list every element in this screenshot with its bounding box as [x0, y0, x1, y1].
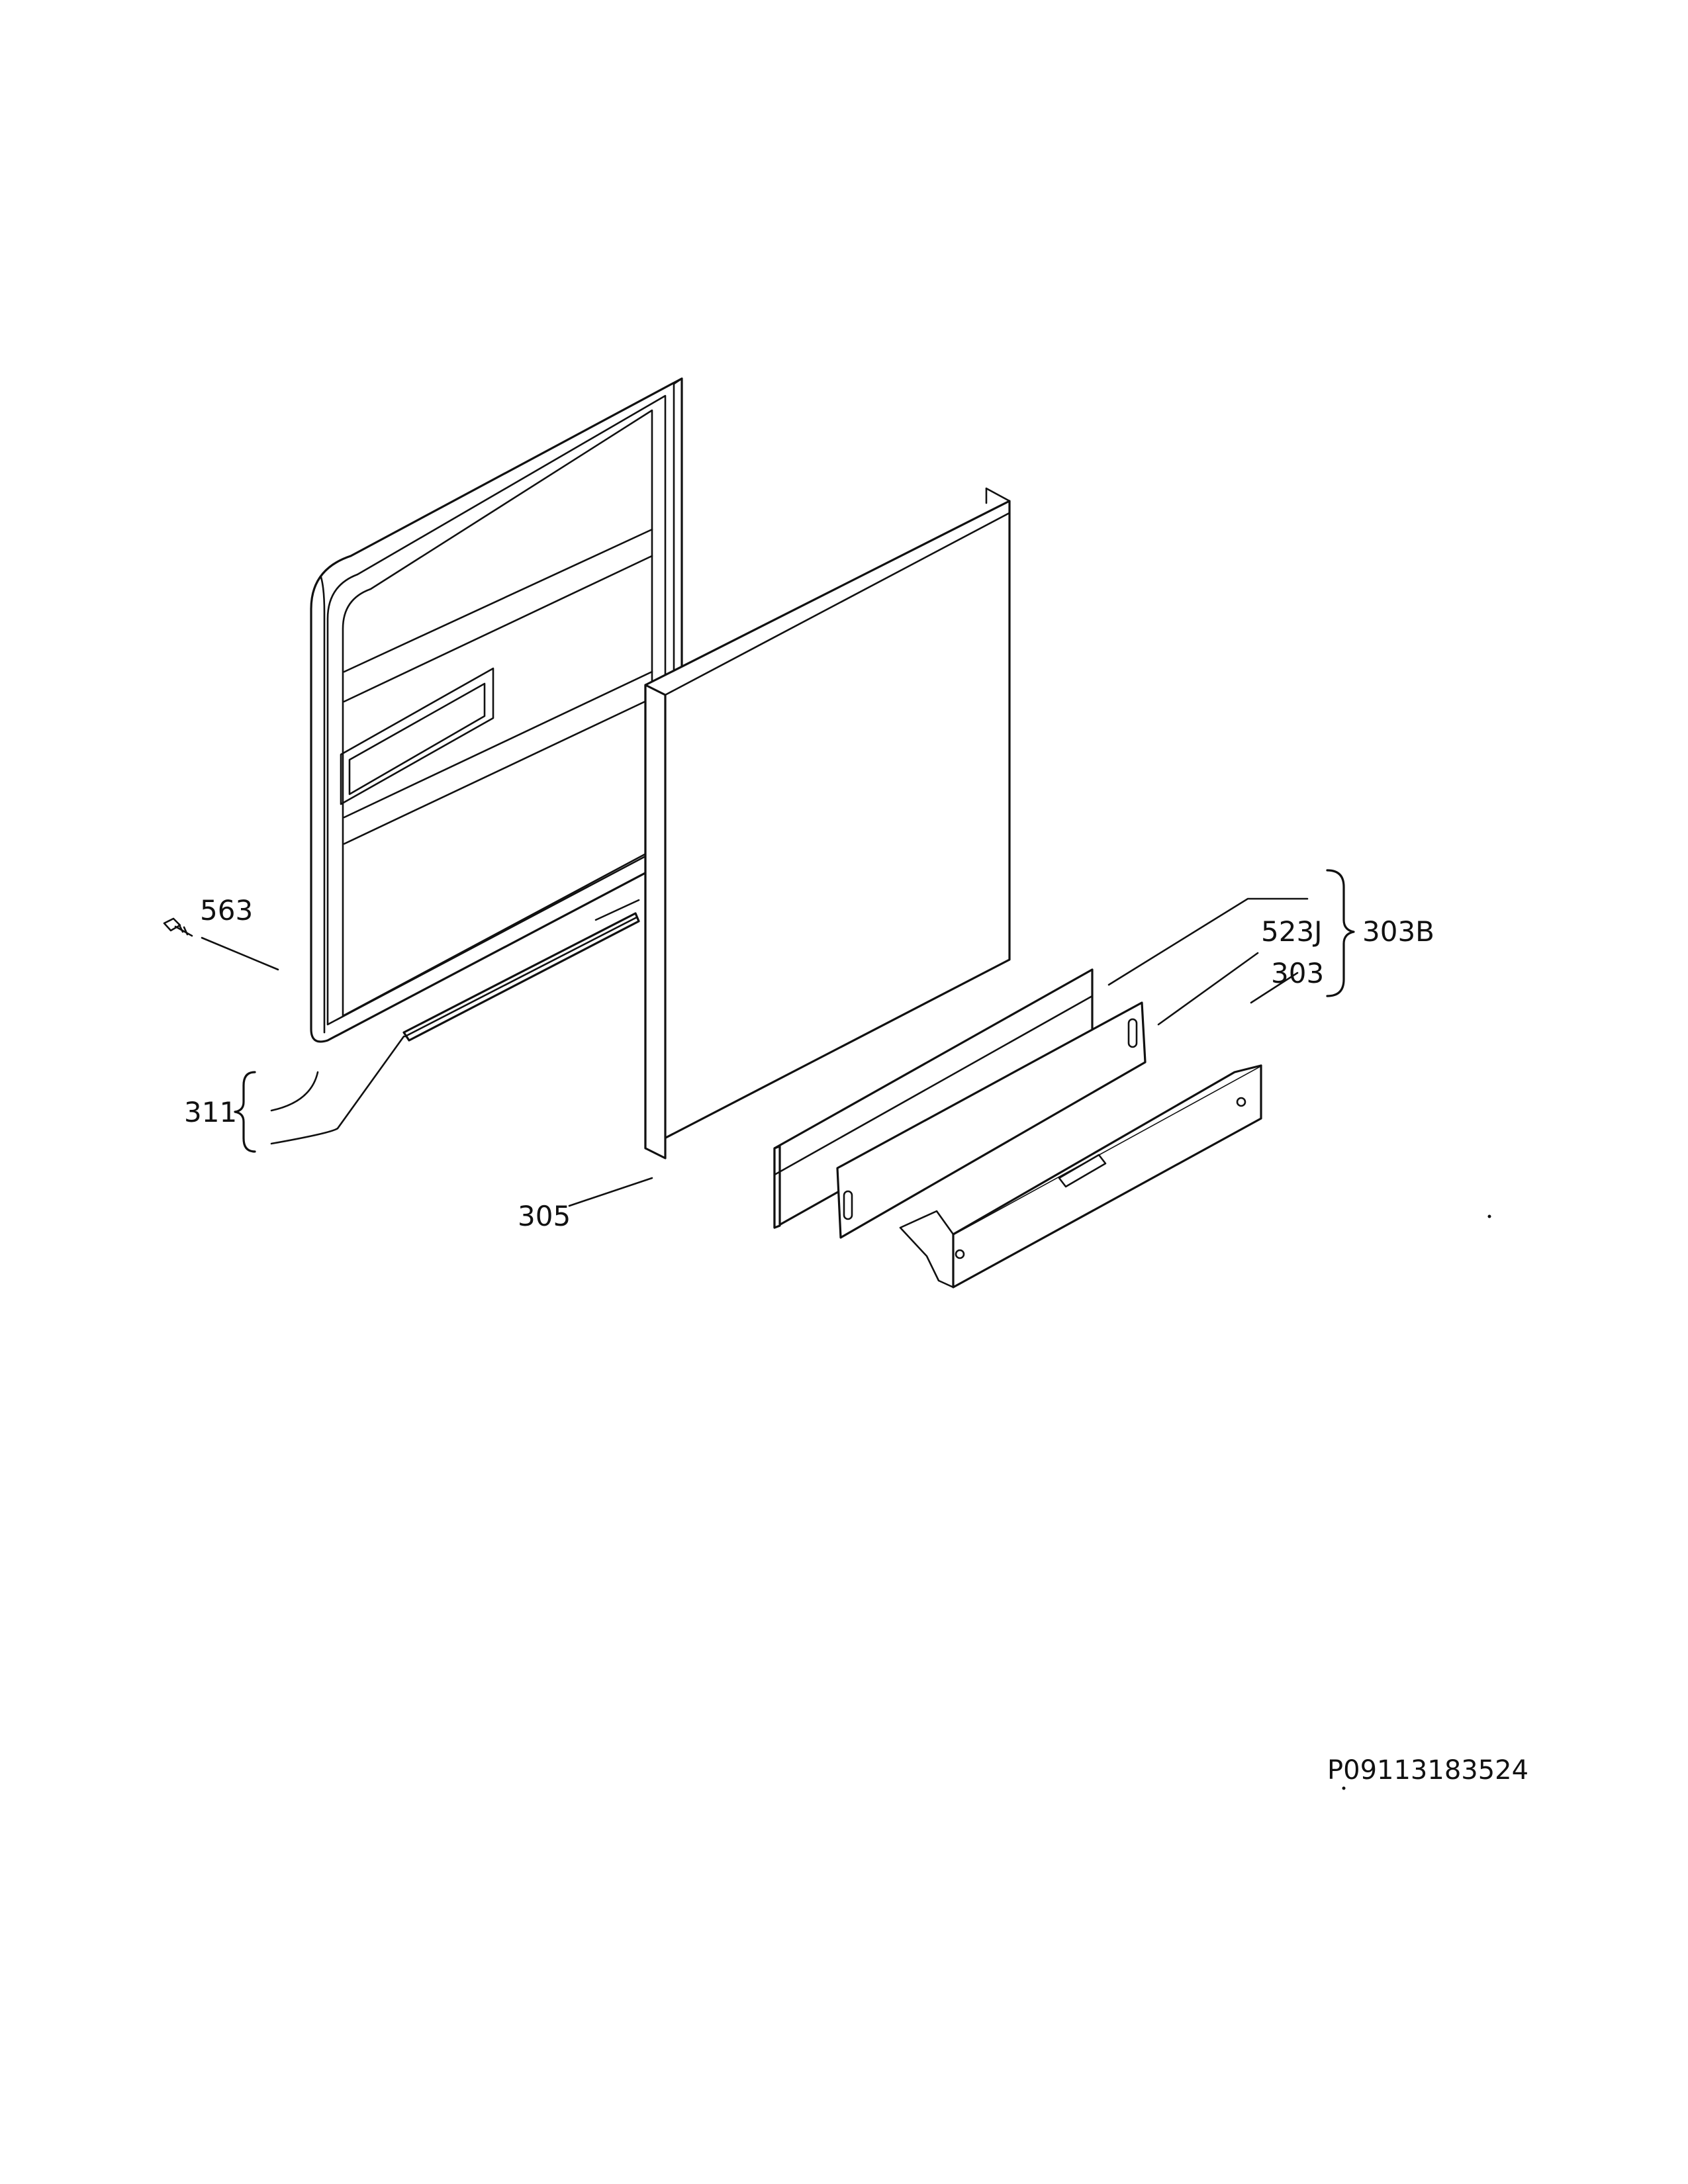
- callout-563: 563: [200, 894, 253, 927]
- stray-dot: [1342, 1786, 1346, 1790]
- screw-563: [163, 917, 193, 937]
- door-seal-strip-311: [402, 912, 640, 1042]
- callout-311: 311: [184, 1096, 237, 1128]
- callout-303: 303: [1271, 957, 1324, 989]
- reference-code: P09113183524: [1327, 1755, 1528, 1786]
- callout-305: 305: [518, 1200, 571, 1232]
- brace-311: [234, 1071, 256, 1153]
- stray-dot: [1487, 1214, 1491, 1218]
- callout-303b: 303B: [1362, 915, 1434, 948]
- outer-door-panel-305: [644, 487, 1011, 1160]
- callout-523j: 523J: [1261, 915, 1323, 948]
- lower-rail-303: [899, 1064, 1262, 1289]
- mounting-bracket-303: [836, 1001, 1147, 1239]
- leader-lines: [201, 897, 1309, 1207]
- brace-303b: [1326, 869, 1355, 997]
- inner-door-panel: [310, 377, 683, 1043]
